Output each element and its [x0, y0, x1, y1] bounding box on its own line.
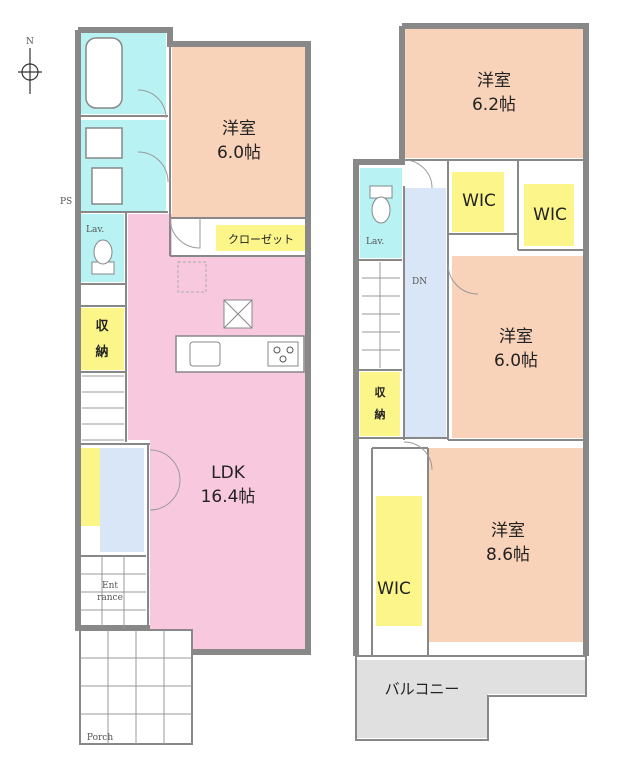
balcony-label: バルコニー	[385, 680, 460, 698]
storage-2f-line2: 納	[375, 407, 386, 421]
room-bottom-2f-name: 洋室	[491, 521, 525, 541]
lav-1f-label: Lav.	[86, 225, 104, 235]
room-mid-2f-name: 洋室	[499, 327, 533, 347]
closet-label: クローゼット	[228, 233, 294, 246]
kitchen-sink-icon	[189, 341, 221, 367]
wic-bottom-2f	[376, 496, 422, 626]
staircase-2f	[362, 262, 400, 368]
room-bottom-2f	[428, 448, 584, 642]
storage-2f-line1: 収	[375, 386, 387, 399]
lav-2f-label: Lav.	[366, 237, 384, 247]
compass-icon: N	[18, 37, 42, 94]
shoe-cabinet	[80, 448, 100, 526]
ldk-size: 16.4帖	[201, 487, 256, 507]
storage-1f-line2: 納	[95, 344, 108, 360]
entrance-line2: rance	[97, 593, 123, 603]
entrance-floor	[80, 556, 146, 628]
room-top-2f	[404, 28, 584, 158]
western-room-1f-size: 6.0帖	[217, 143, 261, 163]
hall-2f-area	[404, 188, 446, 438]
room-top-2f-name: 洋室	[477, 71, 511, 91]
entrance-hall-area	[100, 448, 144, 552]
room-bottom-2f-size: 8.6帖	[486, 545, 530, 565]
wic-left-2f	[452, 172, 504, 232]
dn-label: DN	[412, 277, 427, 287]
room-western-1f	[172, 46, 306, 218]
first-floor: 洋室 6.0帖 クローゼット Lav. 収 納 LDK 16.4帖 Ent ra…	[60, 27, 311, 745]
western-room-1f-name: 洋室	[222, 119, 256, 139]
washbasin-icon	[85, 127, 123, 159]
storage-2f-area	[360, 372, 400, 436]
wic-right-2f	[524, 184, 574, 246]
entrance-line1: Ent	[102, 581, 118, 591]
room-mid-2f	[452, 256, 584, 438]
toilet-icon-2f	[369, 185, 393, 224]
ldk-area	[128, 214, 306, 650]
wic-left-label: WIC	[462, 191, 496, 211]
ps-label: PS	[60, 197, 72, 207]
bathtub-icon	[85, 37, 123, 109]
fridge-space	[177, 261, 207, 293]
compass-north-label: N	[26, 37, 34, 47]
balcony-area	[356, 660, 586, 738]
staircase-1f	[82, 375, 124, 441]
storage-1f-line1: 収	[95, 319, 109, 334]
toilet-icon-1f	[91, 239, 115, 275]
room-top-2f-size: 6.2帖	[472, 95, 516, 115]
room-mid-2f-size: 6.0帖	[494, 351, 538, 371]
wic-right-label: WIC	[533, 205, 567, 225]
ldk-name: LDK	[211, 463, 246, 483]
stove-icon	[267, 341, 299, 367]
washing-machine-icon	[91, 167, 123, 205]
range-hood-icon	[223, 299, 253, 329]
porch-label: Porch	[87, 733, 113, 743]
closet-area	[216, 225, 306, 251]
second-floor: 洋室 6.2帖 WIC WIC 洋室 6.0帖 Lav. DN 収 納 洋室 8…	[353, 23, 589, 741]
wic-bottom-label: WIC	[377, 579, 411, 599]
storage-1f-area	[80, 308, 124, 370]
porch-area	[79, 629, 193, 745]
